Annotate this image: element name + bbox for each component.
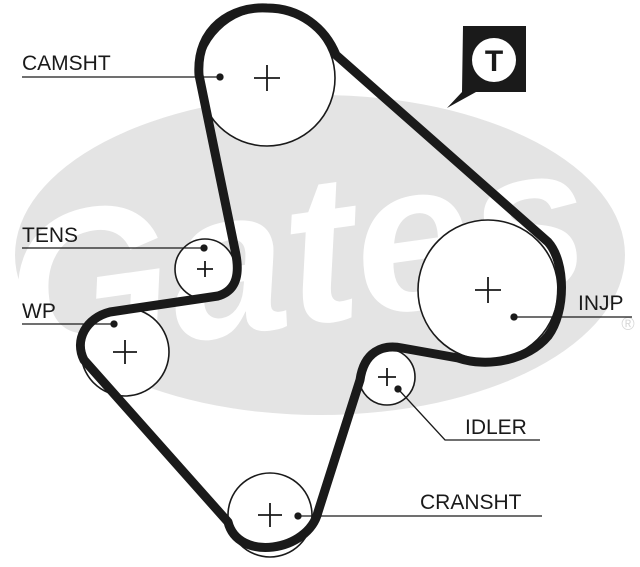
pulley-centers xyxy=(113,65,501,527)
water-pump-leader-dot xyxy=(110,320,118,328)
idler-leader-dot xyxy=(394,385,402,393)
t-badge-letter: T xyxy=(485,45,503,78)
tensioner-label: TENS xyxy=(22,224,78,247)
camshaft-center-cross xyxy=(254,65,280,91)
timing-belt xyxy=(75,3,566,552)
leader-lines xyxy=(22,73,632,520)
crankshaft-leader-dot xyxy=(294,512,302,520)
tensioner-leader-dot xyxy=(200,244,208,252)
tensioner-center-cross xyxy=(197,261,213,277)
idler-label: IDLER xyxy=(465,416,527,439)
camshaft-leader-dot xyxy=(216,73,224,81)
t-badge-circle xyxy=(472,38,516,82)
water-pump-label: WP xyxy=(22,300,56,323)
injection-pump-leader-dot xyxy=(510,313,518,321)
injection-pump-center-cross xyxy=(475,277,501,303)
idler-leader xyxy=(398,389,540,441)
injection-pump-label: INJP xyxy=(578,292,624,315)
component-labels: CAMSHT TENS WP INJP IDLER CRANSHT xyxy=(22,52,624,514)
water-pump-center-cross xyxy=(113,340,137,364)
camshaft-label: CAMSHT xyxy=(22,52,111,75)
idler-center-cross xyxy=(378,368,396,386)
watermark-registered-mark: ® xyxy=(621,314,634,334)
crankshaft-label: CRANSHT xyxy=(420,491,522,514)
crankshaft-center-cross xyxy=(258,503,282,527)
t-badge: T xyxy=(447,26,526,108)
